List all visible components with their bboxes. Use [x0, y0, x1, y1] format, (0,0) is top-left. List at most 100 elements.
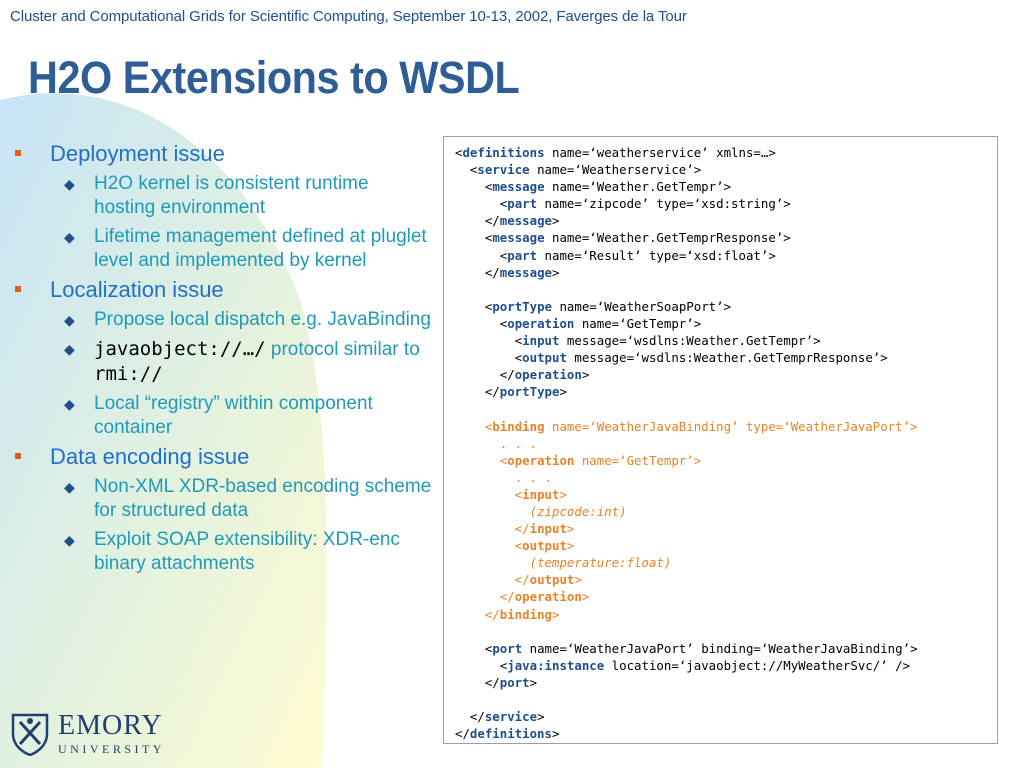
code-indent	[455, 607, 485, 622]
code-prefix: </	[484, 674, 500, 690]
code-line: (zipcode:int)	[455, 503, 997, 520]
diamond-bullet-icon: ◆	[64, 341, 75, 357]
code-text: name=‘GetTempr’>	[574, 315, 702, 331]
code-tag: operation	[514, 367, 582, 383]
code-indent	[455, 675, 485, 690]
code-text: name=‘zipcode’ type=‘xsd:string’>	[537, 196, 791, 212]
code-line: <input message=‘wsdlns:Weather.GetTempr’…	[455, 332, 997, 349]
code-line: . . .	[455, 435, 997, 452]
square-bullet-icon	[15, 453, 21, 459]
code-indent	[455, 333, 515, 348]
code-line	[455, 623, 997, 640]
code-prefix: <	[499, 315, 508, 331]
code-tag: portType	[492, 298, 552, 314]
code-text: name=‘Weatherservice’>	[529, 162, 702, 178]
sub-bullet-text-part: protocol similar to	[265, 339, 420, 360]
code-tag: definitions	[469, 726, 552, 742]
diamond-bullet-icon: ◆	[64, 479, 75, 495]
code-line: </portType>	[455, 383, 997, 400]
code-text: name=‘WeatherJavaBinding’ type=‘WeatherJ…	[544, 418, 918, 434]
code-tag: message	[492, 179, 545, 195]
code-line	[455, 400, 997, 417]
code-tag: operation	[507, 452, 575, 468]
code-prefix: </	[484, 264, 500, 280]
code-indent	[455, 658, 500, 673]
code-line: </input>	[455, 520, 997, 537]
code-tag: port	[492, 640, 523, 656]
bullet-text: Localization issue	[50, 277, 224, 302]
code-tag: part	[507, 247, 538, 263]
code-tag: java:instance	[507, 657, 605, 673]
code-tag: input	[522, 486, 560, 502]
code-line: <message name=‘Weather.GetTempr’>	[455, 178, 997, 195]
code-tag: definitions	[462, 145, 545, 160]
code-text: . . .	[514, 469, 552, 485]
sub-bullet-item: ◆ H2O kernel is consistent runtime hosti…	[12, 172, 432, 220]
emory-logo: EMORY UNIVERSITY	[10, 712, 165, 756]
sub-bullet-text: Local “registry” within component contai…	[94, 393, 373, 438]
code-text: >	[529, 674, 538, 690]
diamond-bullet-icon: ◆	[64, 532, 75, 548]
code-tag: binding	[499, 606, 552, 622]
code-prefix: <	[484, 179, 493, 195]
code-line: </service>	[455, 708, 997, 725]
emory-shield-icon	[11, 713, 49, 756]
code-line: . . .	[455, 469, 997, 486]
code-prefix: </	[499, 367, 515, 383]
code-prefix: </	[484, 384, 500, 400]
code-text: >	[559, 384, 567, 400]
code-indent	[455, 709, 470, 724]
code-line	[455, 281, 997, 298]
code-indent	[455, 230, 485, 245]
code-line: <operation name=‘GetTempr’>	[455, 452, 997, 469]
code-line: </message>	[455, 264, 997, 281]
diamond-bullet-icon: ◆	[64, 396, 75, 412]
code-text: >	[581, 367, 590, 383]
code-line: <part name=‘zipcode’ type=‘xsd:string’>	[455, 195, 997, 212]
code-indent	[455, 213, 485, 228]
code-indent	[455, 555, 530, 570]
code-tag: output	[522, 538, 567, 554]
code-snippet: rmi://	[94, 363, 163, 385]
code-indent	[455, 453, 500, 468]
code-prefix: </	[455, 726, 470, 742]
bullet-text: Deployment issue	[50, 141, 225, 166]
code-tag: input	[522, 333, 560, 349]
code-tag: operation	[514, 589, 582, 605]
code-prefix: </	[484, 213, 500, 229]
code-tag: service	[484, 709, 538, 725]
wsdl-code-listing: <definitions name=‘weatherservice’ xmlns…	[443, 136, 998, 744]
code-line: </definitions>	[455, 725, 997, 742]
code-prefix: <	[484, 230, 493, 246]
code-prefix: </	[469, 709, 485, 725]
code-line: <portType name=‘WeatherSoapPort’>	[455, 298, 997, 315]
code-prefix: </	[499, 589, 515, 605]
code-text: >	[574, 572, 582, 588]
code-indent	[455, 572, 515, 587]
square-bullet-icon	[15, 286, 21, 292]
code-line: </operation>	[455, 588, 997, 605]
conference-header: Cluster and Computational Grids for Scie…	[10, 8, 687, 25]
code-tag: part	[507, 196, 538, 212]
code-prefix: <	[514, 538, 523, 554]
code-line: (temperature:float)	[455, 554, 997, 571]
bullet-item: Localization issue	[12, 277, 432, 303]
code-text: >	[581, 589, 590, 605]
code-indent	[455, 436, 500, 451]
code-line: </operation>	[455, 366, 997, 383]
code-line: <java:instance location=‘javaobject://My…	[455, 657, 997, 674]
code-indent	[455, 521, 515, 536]
code-text: >	[551, 213, 560, 229]
code-line: </message>	[455, 212, 997, 229]
code-line: <definitions name=‘weatherservice’ xmlns…	[455, 144, 997, 161]
code-line: </port>	[455, 674, 997, 691]
sub-bullet-text: Lifetime management defined at pluglet l…	[94, 226, 427, 271]
code-prefix: <	[469, 162, 478, 178]
code-line: <port name=‘WeatherJavaPort’ binding=‘We…	[455, 640, 997, 657]
code-indent	[455, 196, 500, 211]
code-tag: output	[529, 572, 575, 588]
diamond-bullet-icon: ◆	[64, 176, 75, 192]
code-text: >	[537, 709, 545, 725]
sub-bullet-item: ◆ Lifetime management defined at pluglet…	[12, 225, 432, 273]
